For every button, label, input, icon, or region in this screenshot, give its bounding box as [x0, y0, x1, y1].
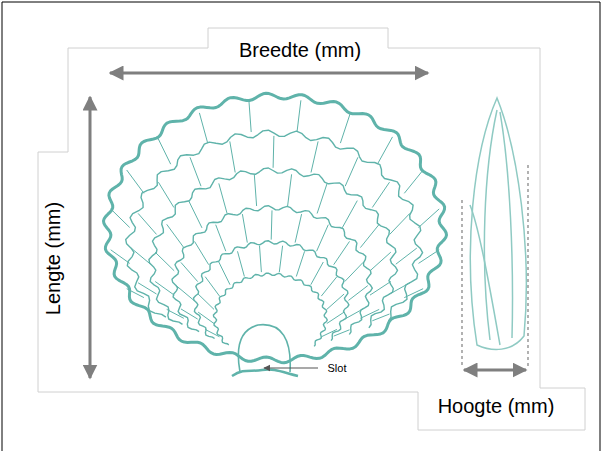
dimension-label: Hoogte (mm)	[435, 395, 558, 418]
dimension-label: Lengte (mm)	[43, 198, 66, 317]
part-label: Slot	[328, 362, 347, 375]
frame-outline	[38, 28, 585, 430]
length-arrow	[89, 97, 92, 378]
shell-side-view	[470, 98, 526, 349]
height-guides	[462, 165, 528, 366]
width-arrow	[110, 72, 428, 75]
height-arrow	[464, 369, 526, 372]
hinge-leader	[264, 367, 318, 368]
shell-top-view	[104, 93, 447, 376]
dimension-label: Breedte (mm)	[236, 39, 364, 62]
